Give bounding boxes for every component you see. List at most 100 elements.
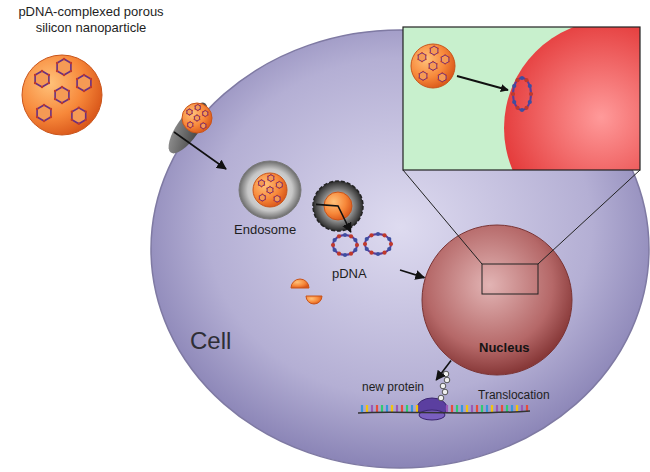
plasmid-ring	[333, 235, 357, 255]
pore-bead	[191, 113, 193, 115]
plasmid-bead	[528, 84, 532, 88]
pore-bead	[276, 195, 278, 197]
plasmid-bead	[365, 237, 369, 241]
pore-bead	[421, 61, 423, 63]
pore	[276, 182, 282, 189]
pore-bead	[433, 45, 435, 47]
pore-bead	[258, 184, 260, 186]
pore-bead	[71, 119, 73, 121]
pore-bead	[432, 61, 434, 63]
inset-nucleus	[504, 27, 640, 170]
plasmid-bead	[520, 108, 524, 112]
ribosome-small	[419, 410, 445, 420]
node-shape	[150, 29, 650, 469]
pore-bead	[56, 70, 58, 72]
pore-bead	[441, 72, 443, 74]
pore	[57, 59, 71, 75]
pore-bead	[192, 125, 194, 127]
pore-bead	[436, 63, 438, 65]
pore-bead	[83, 90, 85, 92]
pore-bead	[197, 104, 199, 106]
process-label: Translocation	[478, 388, 550, 402]
base-tick	[511, 405, 513, 412]
pore-bead	[258, 181, 260, 183]
pore	[187, 109, 192, 115]
base-tick	[451, 405, 453, 412]
pore-bead	[50, 116, 52, 118]
base-tick	[396, 405, 398, 412]
pore-bead	[78, 123, 80, 125]
base-tick	[361, 405, 363, 412]
pore-bead	[68, 98, 70, 100]
plasmid-bead	[515, 78, 519, 82]
base-tick	[471, 405, 473, 412]
pore-bead	[445, 79, 447, 81]
plasmid-ring	[513, 78, 531, 110]
plasmid-bead	[389, 242, 393, 246]
pore-bead	[192, 122, 194, 124]
pore	[72, 108, 86, 124]
pore-bead	[273, 200, 275, 202]
base-tick	[446, 405, 448, 412]
pore-bead	[71, 111, 73, 113]
endosome: Endosome	[226, 158, 316, 244]
pore-bead	[437, 52, 439, 54]
pore-bead	[428, 67, 430, 69]
plasmid-bead	[331, 243, 335, 247]
plasmid-bead	[520, 76, 524, 80]
pore-bead	[194, 116, 196, 118]
plasmid-bead	[376, 232, 380, 236]
pore-bead	[433, 54, 435, 56]
pore-bead	[36, 116, 38, 118]
base-tick	[381, 405, 383, 412]
node-label: pDNA-complexed porous silicon nanopartic…	[12, 4, 170, 35]
pore-bead	[266, 188, 268, 190]
late-endosome	[313, 181, 363, 231]
pore-bead	[281, 186, 283, 188]
pore-bead	[261, 186, 263, 188]
pore-bead	[267, 179, 269, 181]
plasmid-bead	[382, 251, 386, 255]
pore-bead	[425, 59, 427, 61]
pore	[418, 53, 426, 62]
base-tick	[496, 405, 498, 412]
plasmid-bead	[387, 237, 391, 241]
pore-bead	[68, 90, 70, 92]
pore-bead	[438, 74, 440, 76]
base-tick	[406, 405, 408, 412]
pore-bead	[426, 73, 428, 75]
pore-bead	[43, 120, 45, 122]
pore	[441, 55, 449, 64]
pore-bead	[203, 128, 205, 130]
pore-bead	[76, 78, 78, 80]
pore	[259, 194, 265, 201]
base-tick	[456, 405, 458, 412]
pore-bead	[418, 77, 420, 79]
plasmid-bead	[343, 253, 347, 257]
pore-bead	[189, 127, 191, 129]
pore-bead	[270, 181, 272, 183]
pore	[201, 123, 206, 129]
peptide-bead	[442, 389, 448, 395]
pore-bead	[189, 121, 191, 123]
nanoparticle-sphere	[182, 103, 212, 133]
plasmid-bead	[353, 238, 357, 242]
base-tick	[486, 405, 488, 412]
pore-bead	[207, 111, 209, 113]
node-label: pDNA	[332, 266, 367, 282]
pore-bead	[50, 108, 52, 110]
nucleus: Nucleus	[421, 224, 573, 376]
pore	[37, 105, 51, 121]
pore-bead	[432, 70, 434, 72]
endosome-vesicle	[239, 161, 301, 219]
pore-bead	[34, 82, 36, 84]
pore-bead	[444, 54, 446, 56]
pore	[268, 175, 274, 182]
pore-bead	[48, 82, 50, 84]
pore-bead	[428, 63, 430, 65]
pore-bead	[48, 74, 50, 76]
pore-bead	[78, 107, 80, 109]
pore-bead	[54, 98, 56, 100]
pore-bead	[429, 48, 431, 50]
pore-bead	[281, 182, 283, 184]
